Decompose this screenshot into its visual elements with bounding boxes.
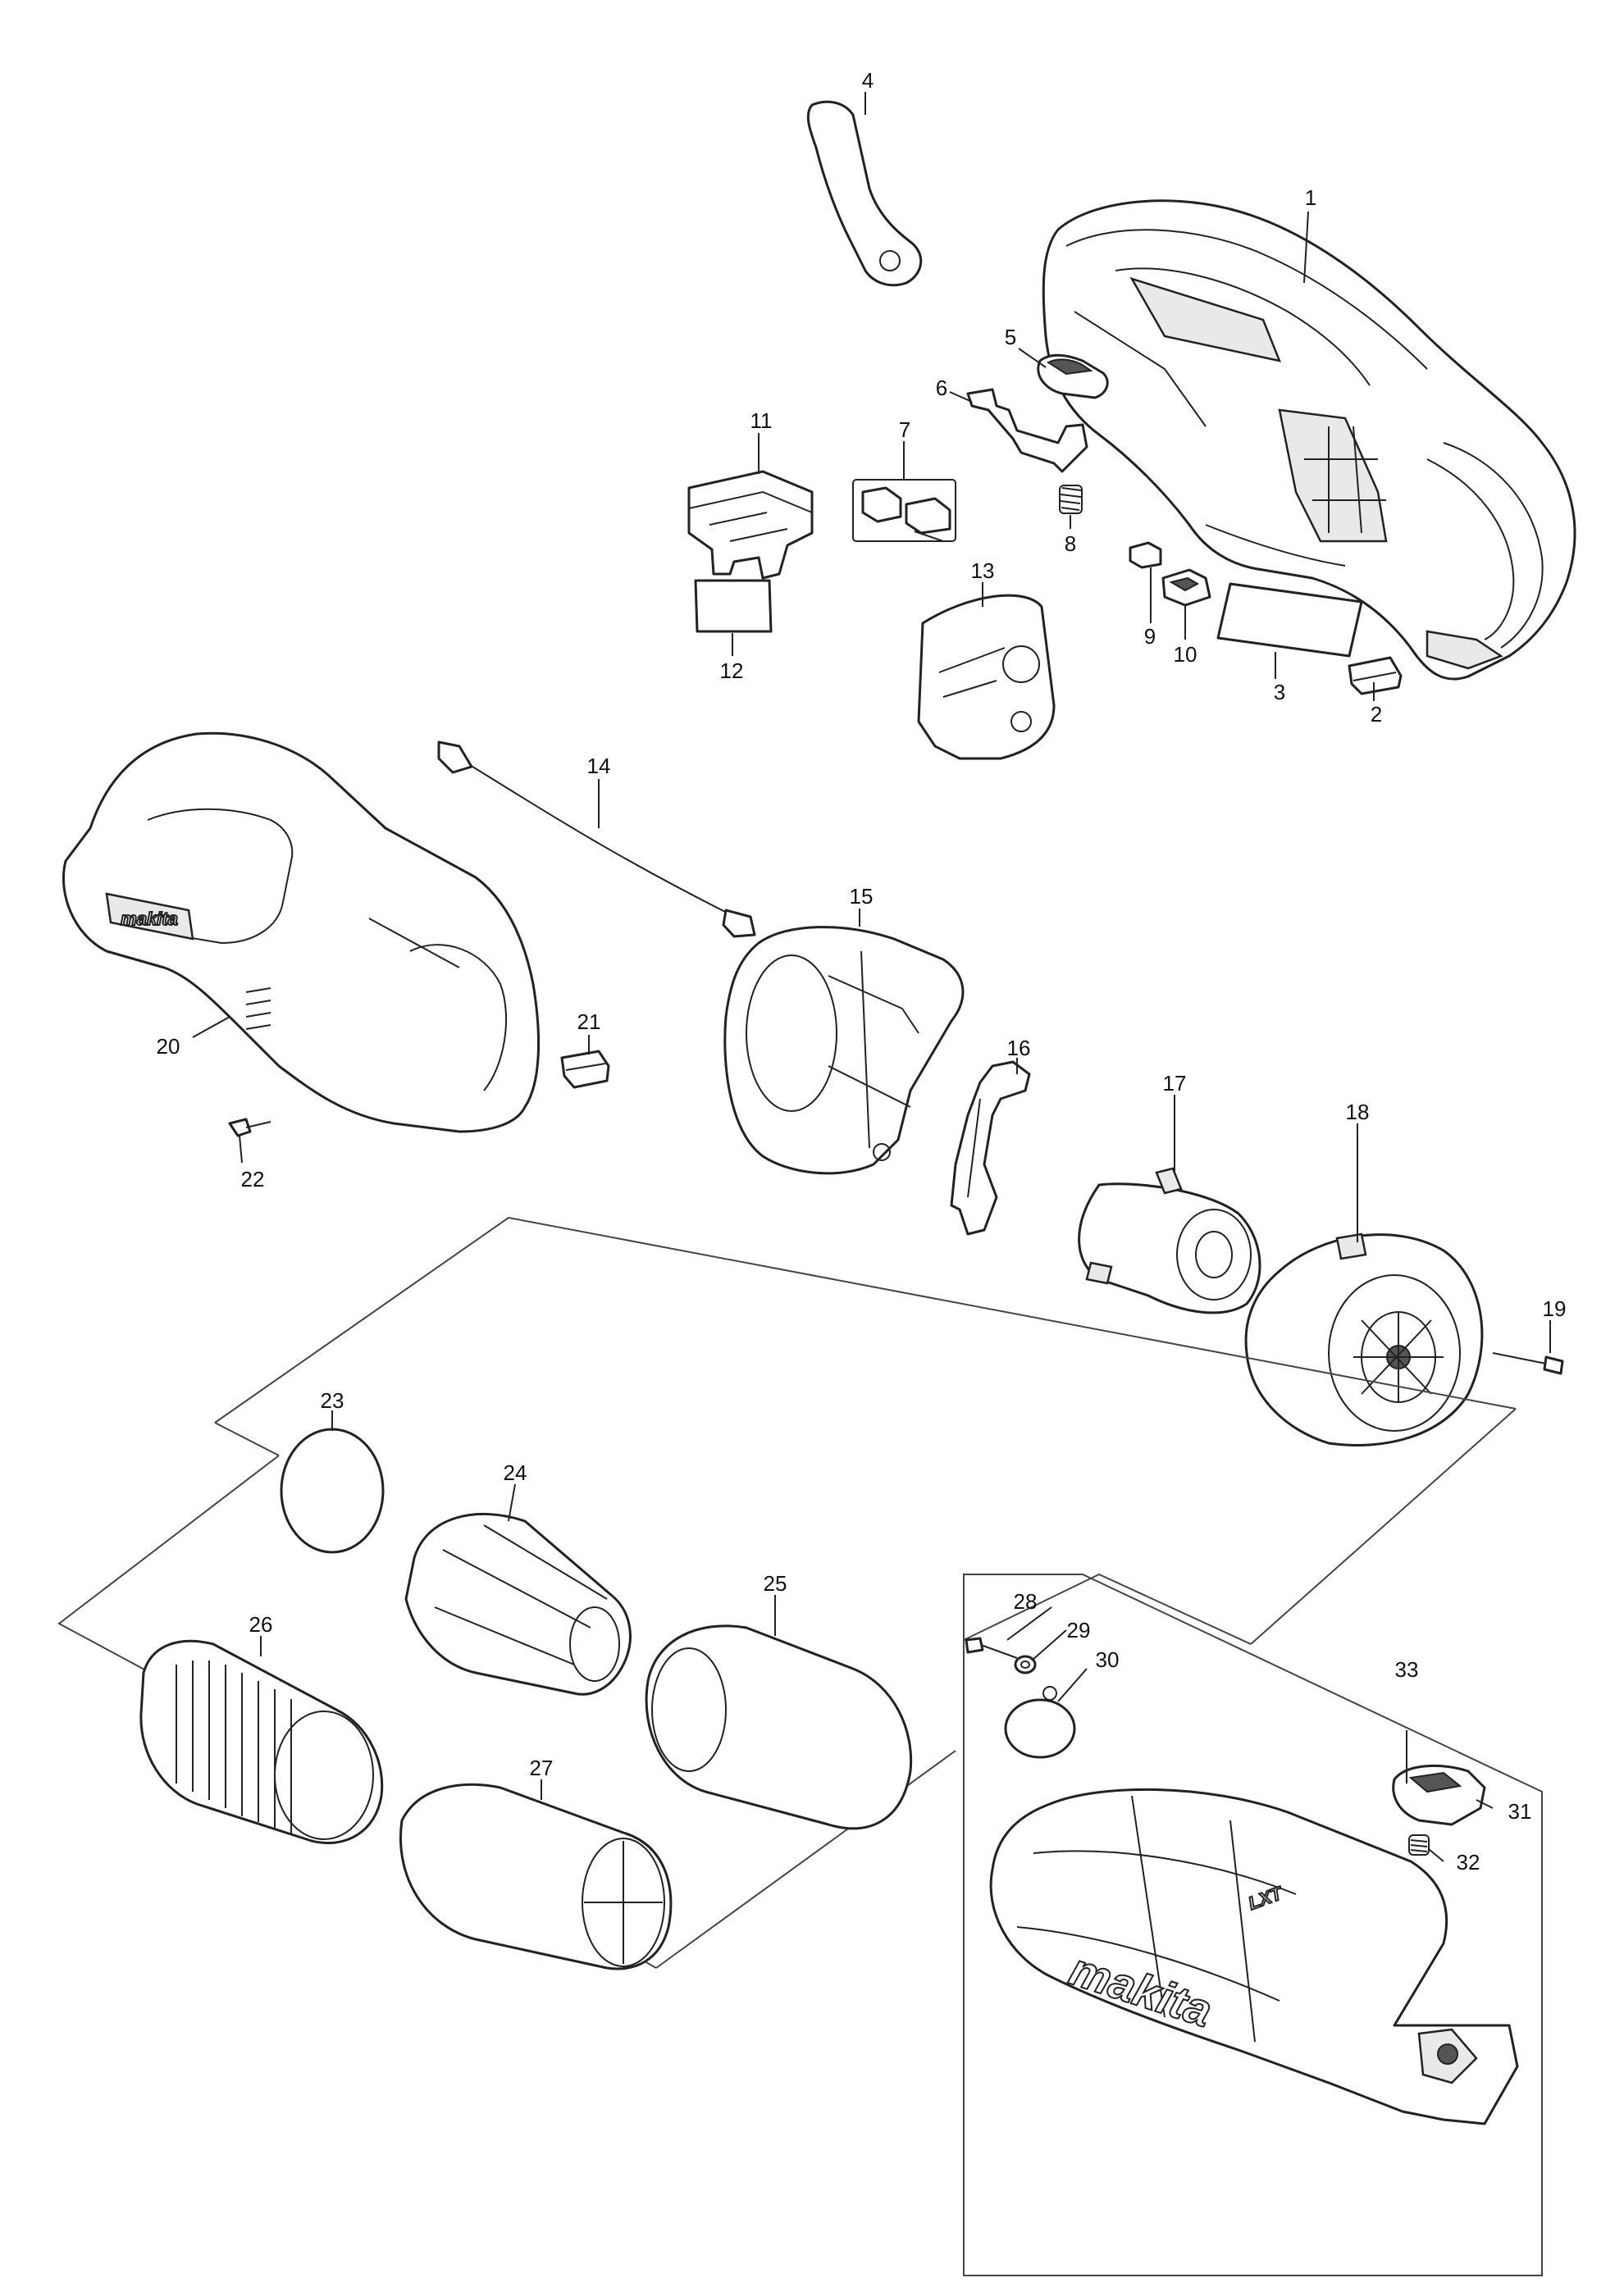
callout-14: 14: [587, 754, 611, 778]
part-7-microswitches: [852, 479, 956, 542]
callout-31: 31: [1508, 1799, 1532, 1824]
part-13-controller: [917, 594, 1056, 760]
part-11-battery-terminal: [687, 470, 814, 580]
callout-24: 24: [504, 1460, 527, 1485]
callout-19: 19: [1543, 1296, 1567, 1321]
part-31-latch: [1392, 1765, 1486, 1826]
part-6-switch-lever: [966, 388, 1088, 473]
part-10-terminal-block: [1161, 568, 1211, 607]
assembly-frame-lines: [57, 1216, 1517, 1969]
leader-lines: [192, 92, 1551, 1862]
part-24-filter-cage: [404, 1512, 632, 1696]
callout-2: 2: [1371, 702, 1382, 727]
part-21-clip: [560, 1050, 610, 1089]
callout-30: 30: [1096, 1647, 1120, 1672]
part-9-terminal: [1129, 541, 1162, 569]
callout-16: 16: [1007, 1036, 1031, 1060]
part-15-fan-housing: [723, 926, 965, 1175]
callout-3: 3: [1274, 680, 1285, 704]
callout-1: 1: [1305, 185, 1316, 210]
part-27-prefilter: [399, 1783, 673, 1970]
callout-4: 4: [862, 68, 874, 93]
part-5-switch-button: [1037, 353, 1109, 399]
part-16-motor-bracket: [950, 1060, 1031, 1236]
callout-13: 13: [971, 558, 995, 583]
part-17-motor: [1078, 1167, 1261, 1314]
callout-23: 23: [321, 1388, 344, 1413]
callout-labels: 1 2 3 4 5 6 7 8 9 10 11 12 13 14 15 16 1…: [157, 68, 1567, 1875]
part-30-gasket: [1004, 1686, 1076, 1759]
callout-7: 7: [899, 417, 910, 442]
part-25-dust-cup: [645, 1624, 913, 1830]
handle-logo: makita: [121, 909, 178, 929]
callout-18: 18: [1346, 1100, 1370, 1124]
part-33-dust-case: makita LXT: [989, 1788, 1519, 2125]
callout-20: 20: [157, 1034, 180, 1059]
callout-28: 28: [1014, 1589, 1038, 1614]
part-22-screw: [228, 1118, 271, 1137]
callout-10: 10: [1174, 642, 1197, 667]
callout-9: 9: [1144, 624, 1156, 649]
callout-8: 8: [1065, 531, 1076, 556]
part-12-pad: [694, 579, 773, 633]
callout-32: 32: [1457, 1850, 1480, 1875]
part-33-frame: [963, 1574, 1543, 2276]
part-3-label: [1216, 582, 1363, 658]
part-28-screw: [965, 1637, 1018, 1659]
callout-33: 33: [1395, 1657, 1419, 1682]
part-4-strap: [806, 100, 923, 287]
part-23-filter-disc: [280, 1428, 385, 1554]
callout-26: 26: [249, 1612, 273, 1637]
part-8-spring: [1059, 485, 1083, 514]
callout-12: 12: [720, 658, 744, 683]
part-26-pleated-filter: [139, 1639, 384, 1845]
part-14-wire-harness: [437, 740, 756, 938]
callout-22: 22: [241, 1167, 265, 1191]
callout-29: 29: [1067, 1618, 1091, 1642]
callout-17: 17: [1163, 1071, 1187, 1096]
part-29-washer: [1014, 1655, 1037, 1674]
callout-6: 6: [936, 376, 947, 400]
part-19-screw: [1492, 1352, 1564, 1375]
callout-27: 27: [530, 1756, 554, 1780]
part-2-clip: [1348, 656, 1403, 695]
callout-15: 15: [850, 884, 874, 909]
part-20-handle-housing: makita: [62, 731, 541, 1133]
callout-21: 21: [577, 1009, 601, 1034]
callout-25: 25: [764, 1571, 787, 1596]
part-32-spring: [1408, 1834, 1430, 1856]
callout-5: 5: [1005, 325, 1016, 349]
callout-11: 11: [750, 408, 773, 433]
part-1-housing: [1042, 199, 1576, 681]
part-18-fan-cover: [1244, 1232, 1484, 1446]
